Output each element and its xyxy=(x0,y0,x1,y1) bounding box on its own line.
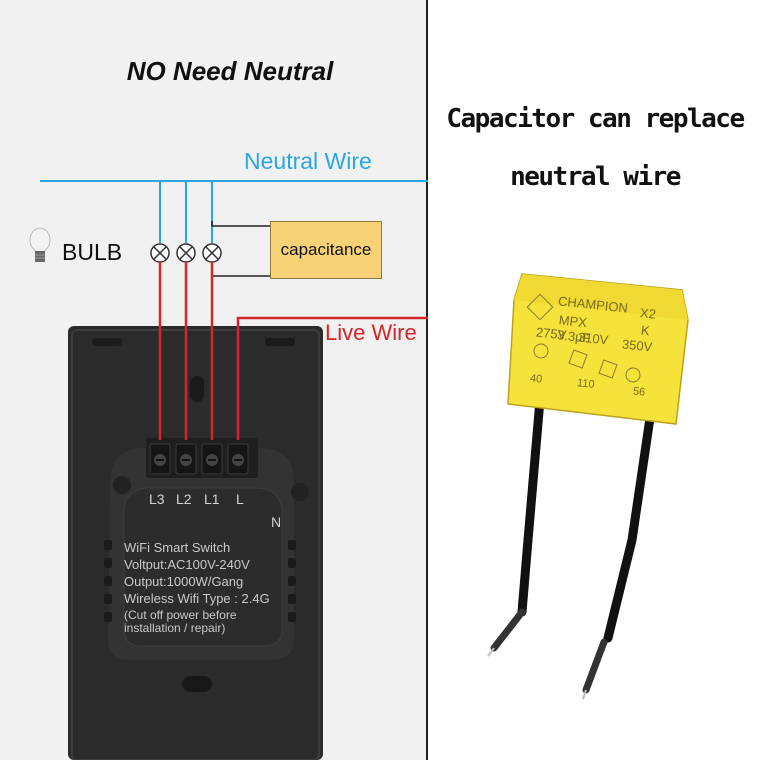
terminal-label: L2 xyxy=(176,491,192,507)
capacitor-voltage: 310V xyxy=(577,329,610,348)
spec-line: installation / repair) xyxy=(124,621,226,635)
page-title: NO Need Neutral xyxy=(126,56,334,86)
terminal-label: L1 xyxy=(204,491,220,507)
capacitor-class: X2 xyxy=(639,305,657,322)
neutral-terminal-label: N xyxy=(271,514,282,530)
capacitor-photo xyxy=(487,273,689,700)
live-wires xyxy=(158,262,428,440)
right-title-line2: neutral wire xyxy=(510,162,681,192)
spec-line: Output:1000W/Gang xyxy=(124,574,244,589)
capacitance-label: capacitance xyxy=(280,240,372,259)
capacitor-voltage: 350V xyxy=(621,336,654,355)
neutral-drops xyxy=(159,181,213,243)
terminal-label: L3 xyxy=(149,491,165,507)
right-title-line1: Capacitor can replace xyxy=(446,104,745,134)
light-bulb-icon xyxy=(29,227,51,262)
capacitor-code: 56 xyxy=(632,385,646,399)
capacitor-tolerance: K xyxy=(640,322,651,339)
capacitor-wiring xyxy=(211,221,270,277)
capacitor-code: 40 xyxy=(529,372,543,386)
spec-line: WiFi Smart Switch xyxy=(124,540,231,555)
neutral-wire-label: Neutral Wire xyxy=(244,148,372,174)
bulb-label: BULB xyxy=(62,239,123,265)
capacitor-code: 110 xyxy=(576,377,596,391)
capacitor-voltage: 275V xyxy=(535,324,568,343)
spec-line: Voltput:AC100V-240V xyxy=(124,557,250,572)
smart-switch-back xyxy=(68,326,323,760)
lamp-symbol-icon xyxy=(150,243,222,263)
capacitance-box: capacitance xyxy=(270,221,382,279)
terminal-label: L xyxy=(236,491,244,507)
live-wire-label: Live Wire xyxy=(325,320,417,345)
spec-line: Wireless Wifi Type : 2.4G xyxy=(124,591,270,606)
spec-line: (Cut off power before xyxy=(124,608,237,622)
